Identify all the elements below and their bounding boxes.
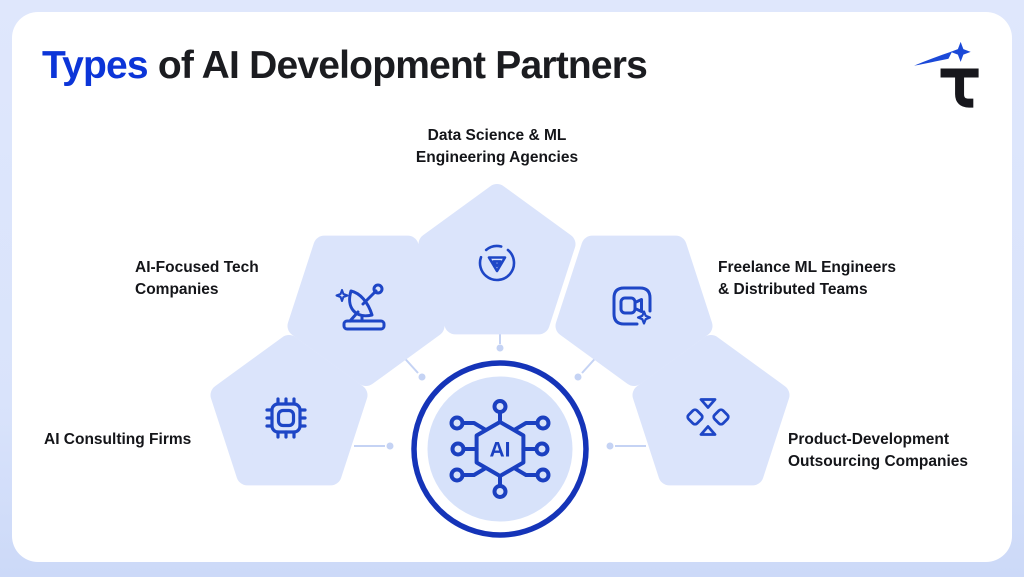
comet-star-icon bbox=[914, 41, 971, 66]
ai-chip-circuit-icon: AI bbox=[449, 399, 551, 499]
connector-lines bbox=[354, 334, 646, 450]
label-ai-focused-tech: AI-Focused Tech Companies bbox=[135, 259, 259, 298]
label-product-outsourcing: Product-Development Outsourcing Companie… bbox=[788, 431, 968, 470]
cpu-chip-icon bbox=[265, 397, 307, 439]
ai-label: AI bbox=[490, 439, 511, 462]
title-rest: of AI Development Partners bbox=[147, 44, 648, 87]
label-ai-consulting: AI Consulting Firms bbox=[44, 431, 192, 448]
satellite-dish-icon bbox=[335, 283, 386, 331]
pentagon-ai-focused-tech bbox=[287, 235, 445, 386]
pentagon-data-science bbox=[418, 184, 576, 335]
label-freelance-ml: Freelance ML Engineers & Distributed Tea… bbox=[718, 259, 897, 298]
label-data-science: Data Science & ML Engineering Agencies bbox=[415, 127, 579, 166]
pentagon-product-outsourcing bbox=[632, 335, 790, 486]
video-camera-sparkle-icon bbox=[612, 286, 652, 326]
center-circle bbox=[411, 360, 589, 538]
target-down-arrow-icon bbox=[478, 244, 516, 282]
modules-icon bbox=[686, 398, 730, 436]
page-title: Types of AI Development Partners bbox=[42, 44, 648, 88]
tau-letterform bbox=[940, 68, 979, 108]
brand-logo bbox=[914, 41, 979, 108]
title-highlight: Types bbox=[42, 44, 149, 87]
